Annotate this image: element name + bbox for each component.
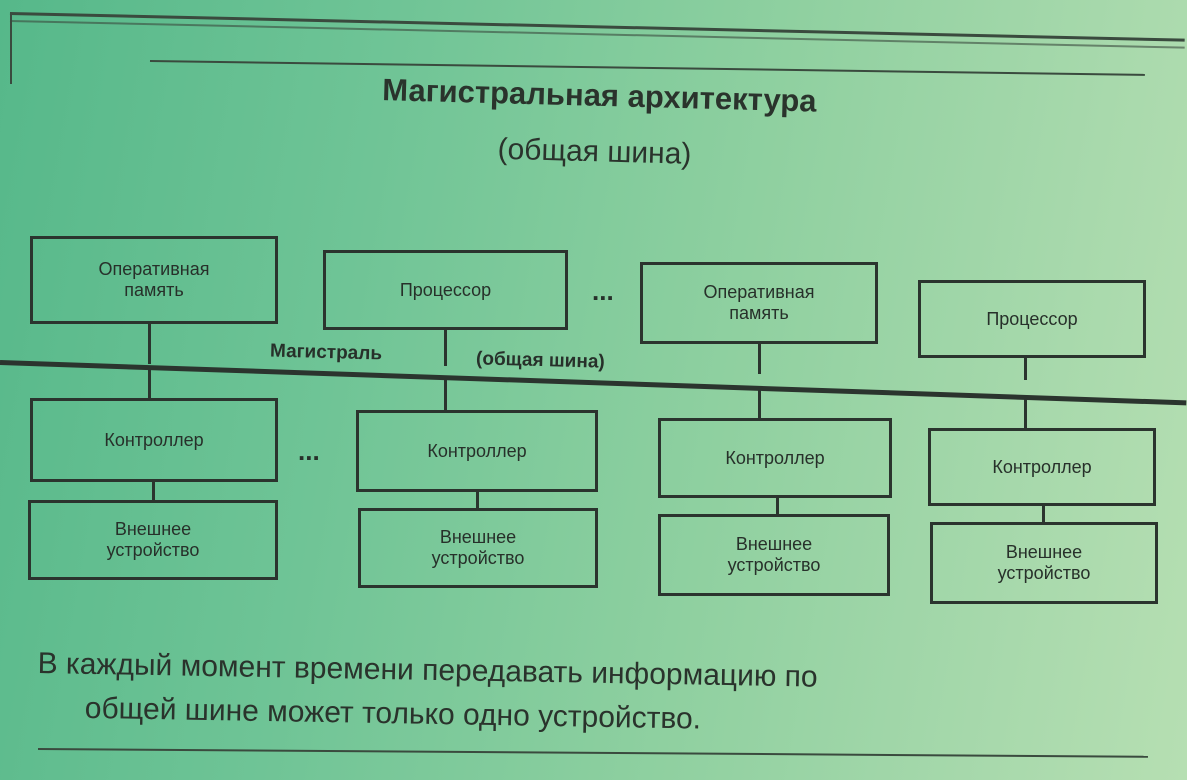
bus-note-line2: общей шине может только одно устройство.: [84, 691, 702, 736]
slide-subtitle: (общая шина): [497, 132, 692, 171]
ram-box-2-line2: память: [729, 303, 789, 323]
device-box-1: Внешнее устройство: [28, 500, 278, 580]
controller-box-1: Контроллер: [30, 398, 278, 482]
cpu-box-1: Процессор: [323, 250, 568, 330]
connector-ctrl1-dev1: [152, 482, 155, 502]
connector-ram1-bus: [148, 324, 151, 364]
connector-ctrl3-dev3: [776, 498, 779, 516]
top-border-rule: [9, 12, 1185, 42]
controller-box-2: Контроллер: [356, 410, 598, 492]
ellipsis-bottom: ...: [298, 436, 320, 466]
device-2-line2: устройство: [431, 548, 525, 568]
connector-bus-ctrl3: [758, 386, 761, 420]
ram-box-1-line2: память: [124, 280, 184, 300]
bus-note-line1: В каждый момент времени передавать инфор…: [37, 646, 818, 694]
controller-box-4: Контроллер: [928, 428, 1156, 506]
device-3-line2: устройство: [727, 555, 821, 575]
controller-2-label: Контроллер: [427, 440, 527, 461]
controller-1-label: Контроллер: [104, 429, 204, 450]
controller-3-label: Контроллер: [725, 447, 825, 468]
ram-box-1-line1: Оперативная: [98, 259, 210, 280]
device-2-line1: Внешнее: [439, 527, 517, 548]
bus-label: Магистраль: [269, 340, 383, 365]
device-box-2: Внешнее устройство: [358, 508, 598, 588]
device-box-3: Внешнее устройство: [658, 514, 890, 596]
cpu-box-2: Процессор: [918, 280, 1146, 358]
left-border-rule: [10, 14, 12, 84]
device-4-line1: Внешнее: [1005, 542, 1083, 563]
device-4-line2: устройство: [997, 563, 1091, 583]
device-box-4: Внешнее устройство: [930, 522, 1158, 604]
connector-cpu1-bus: [444, 330, 447, 366]
ellipsis-top: ...: [592, 276, 614, 306]
connector-ctrl4-dev4: [1042, 506, 1045, 524]
slide-title: Магистральная архитектура: [381, 72, 818, 119]
connector-bus-ctrl1: [148, 366, 151, 400]
device-3-line1: Внешнее: [735, 534, 813, 555]
device-1-line2: устройство: [106, 540, 200, 560]
connector-cpu2-bus: [1024, 358, 1027, 380]
bus-note: В каждый момент времени передавать инфор…: [36, 642, 1147, 748]
ram-box-1: Оперативная память: [30, 236, 278, 324]
connector-ram2-bus: [758, 344, 761, 374]
controller-4-label: Контроллер: [992, 456, 1092, 477]
cpu-box-1-label: Процессор: [399, 279, 492, 300]
ram-box-2-line1: Оперативная: [703, 282, 815, 303]
device-1-line1: Внешнее: [114, 519, 192, 540]
connector-bus-ctrl4: [1024, 396, 1027, 430]
bus-label-2: (общая шина): [475, 348, 606, 373]
cpu-box-2-label: Процессор: [986, 308, 1078, 329]
ram-box-2: Оперативная память: [640, 262, 878, 344]
connector-bus-ctrl2: [444, 376, 447, 412]
connector-ctrl2-dev2: [476, 492, 479, 510]
bottom-rule: [37, 748, 1148, 758]
controller-box-3: Контроллер: [658, 418, 892, 498]
